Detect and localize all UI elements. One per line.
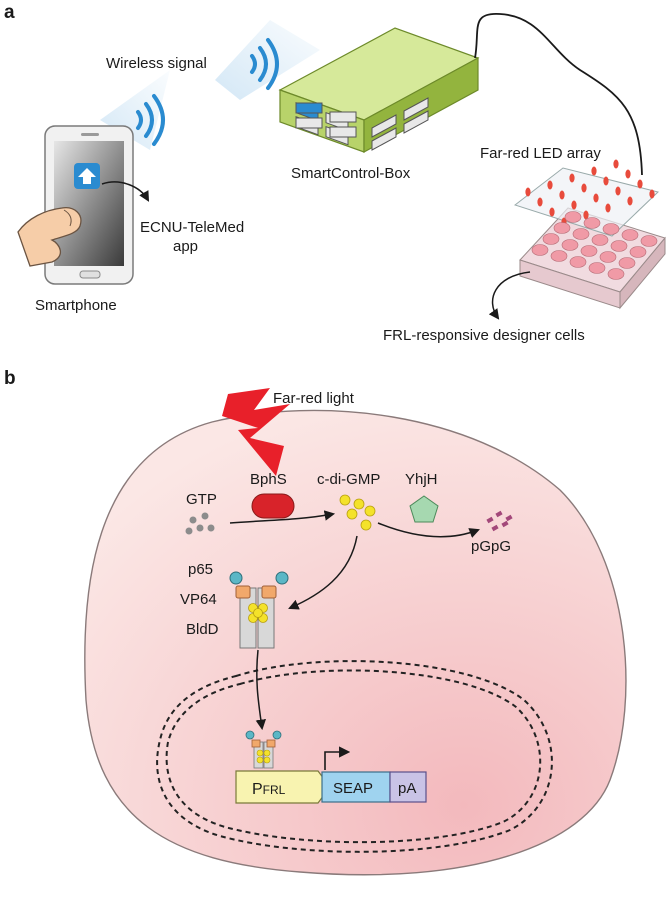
plate-well xyxy=(572,228,590,240)
led-light xyxy=(547,180,553,190)
plate-well xyxy=(629,246,647,258)
designer-cells-label: FRL-responsive designer cells xyxy=(383,327,585,344)
led-light xyxy=(537,197,543,207)
plate-well xyxy=(561,239,579,251)
panel-a-label: a xyxy=(4,2,15,23)
lightning-icon xyxy=(222,388,290,476)
bldd-label: BldD xyxy=(186,621,219,638)
bound-transactivator xyxy=(245,730,282,769)
bphs-label: BphS xyxy=(250,471,287,488)
plate-well xyxy=(542,233,560,245)
smartcontrol-box-label: SmartControl-Box xyxy=(291,165,411,182)
cell-membrane xyxy=(84,409,627,876)
plate-well xyxy=(588,262,606,274)
wifi-signal-icon xyxy=(136,94,165,146)
plate-well xyxy=(618,257,636,269)
wireless-signal-label: Wireless signal xyxy=(106,55,207,72)
far-red-light-label: Far-red light xyxy=(273,390,355,407)
p65-label: p65 xyxy=(188,561,213,578)
plate-well xyxy=(583,217,601,229)
wireless-glow xyxy=(100,20,320,150)
led-light xyxy=(615,186,621,196)
plate-well xyxy=(621,229,639,241)
promoter-pfrl: PFRL xyxy=(235,770,331,804)
app-name-line1: ECNU-TeleMed xyxy=(140,219,244,236)
plate-well xyxy=(564,211,582,223)
led-light xyxy=(603,176,609,186)
led-light xyxy=(649,189,655,199)
seap-gene xyxy=(321,771,391,803)
led-light xyxy=(569,173,575,183)
led-light xyxy=(591,166,597,176)
pgpg-molecules xyxy=(486,510,513,532)
box-right-buttons xyxy=(371,97,429,151)
c-di-gmp-label: c-di-GMP xyxy=(317,471,380,488)
nucleus-membrane xyxy=(156,660,553,853)
panel-b-label: b xyxy=(4,368,16,389)
app-icon[interactable] xyxy=(74,163,100,189)
led-light xyxy=(581,183,587,193)
plate-well xyxy=(580,245,598,257)
plate-well xyxy=(550,250,568,262)
plate-well xyxy=(591,234,609,246)
box-button-grid xyxy=(295,102,357,138)
led-light xyxy=(583,210,589,220)
promoter-main-text: P xyxy=(252,781,263,798)
pgpg-label: pGpG xyxy=(471,538,511,555)
plate-well xyxy=(640,235,658,247)
plate-well xyxy=(610,240,628,252)
c-di-gmp-molecules xyxy=(339,494,376,531)
hand-icon xyxy=(17,207,82,267)
transcription-start-arrow xyxy=(324,746,351,770)
app-name-line2: app xyxy=(173,238,198,255)
led-array-label: Far-red LED array xyxy=(480,145,601,162)
led-lights xyxy=(525,159,655,227)
seap-label: SEAP xyxy=(333,780,373,797)
vp64-label: VP64 xyxy=(180,591,217,608)
svg-text:PFRL: PFRL xyxy=(252,781,286,798)
gtp-to-c-di-gmp-arrow xyxy=(229,510,336,524)
yhjh-protein xyxy=(409,495,439,523)
promoter-sub-text: FRL xyxy=(263,783,286,797)
plate-well xyxy=(607,268,625,280)
led-light xyxy=(559,190,565,200)
pa-signal xyxy=(389,771,427,803)
plate-well xyxy=(602,223,620,235)
smartphone-icon xyxy=(17,125,134,285)
plate-well xyxy=(599,251,617,263)
gtp-molecules xyxy=(185,512,215,535)
led-light xyxy=(571,200,577,210)
plate-wells xyxy=(531,211,658,280)
smartphone-label: Smartphone xyxy=(35,297,117,314)
cable xyxy=(474,13,643,176)
plate-well xyxy=(569,256,587,268)
plate-well xyxy=(531,244,549,256)
bphs-protein xyxy=(251,493,295,519)
gtp-label: GTP xyxy=(186,491,217,508)
pa-label: pA xyxy=(398,780,416,797)
led-light xyxy=(593,193,599,203)
led-light xyxy=(549,207,555,217)
led-light xyxy=(625,169,631,179)
c-di-gmp-to-bldd-arrow xyxy=(288,535,358,610)
led-light xyxy=(613,159,619,169)
yhjh-label: YhjH xyxy=(405,471,438,488)
c-di-gmp-to-pgpg-arrow xyxy=(377,522,480,538)
led-light xyxy=(637,179,643,189)
transactivator-to-nucleus-arrow xyxy=(255,649,267,731)
led-light xyxy=(525,187,531,197)
app-arrow xyxy=(101,181,150,202)
transactivator-complex xyxy=(229,571,289,649)
designer-cells-arrow xyxy=(488,271,531,320)
plate-well xyxy=(553,222,571,234)
wifi-signal-icon xyxy=(250,38,279,90)
led-light xyxy=(605,203,611,213)
led-light xyxy=(627,196,633,206)
